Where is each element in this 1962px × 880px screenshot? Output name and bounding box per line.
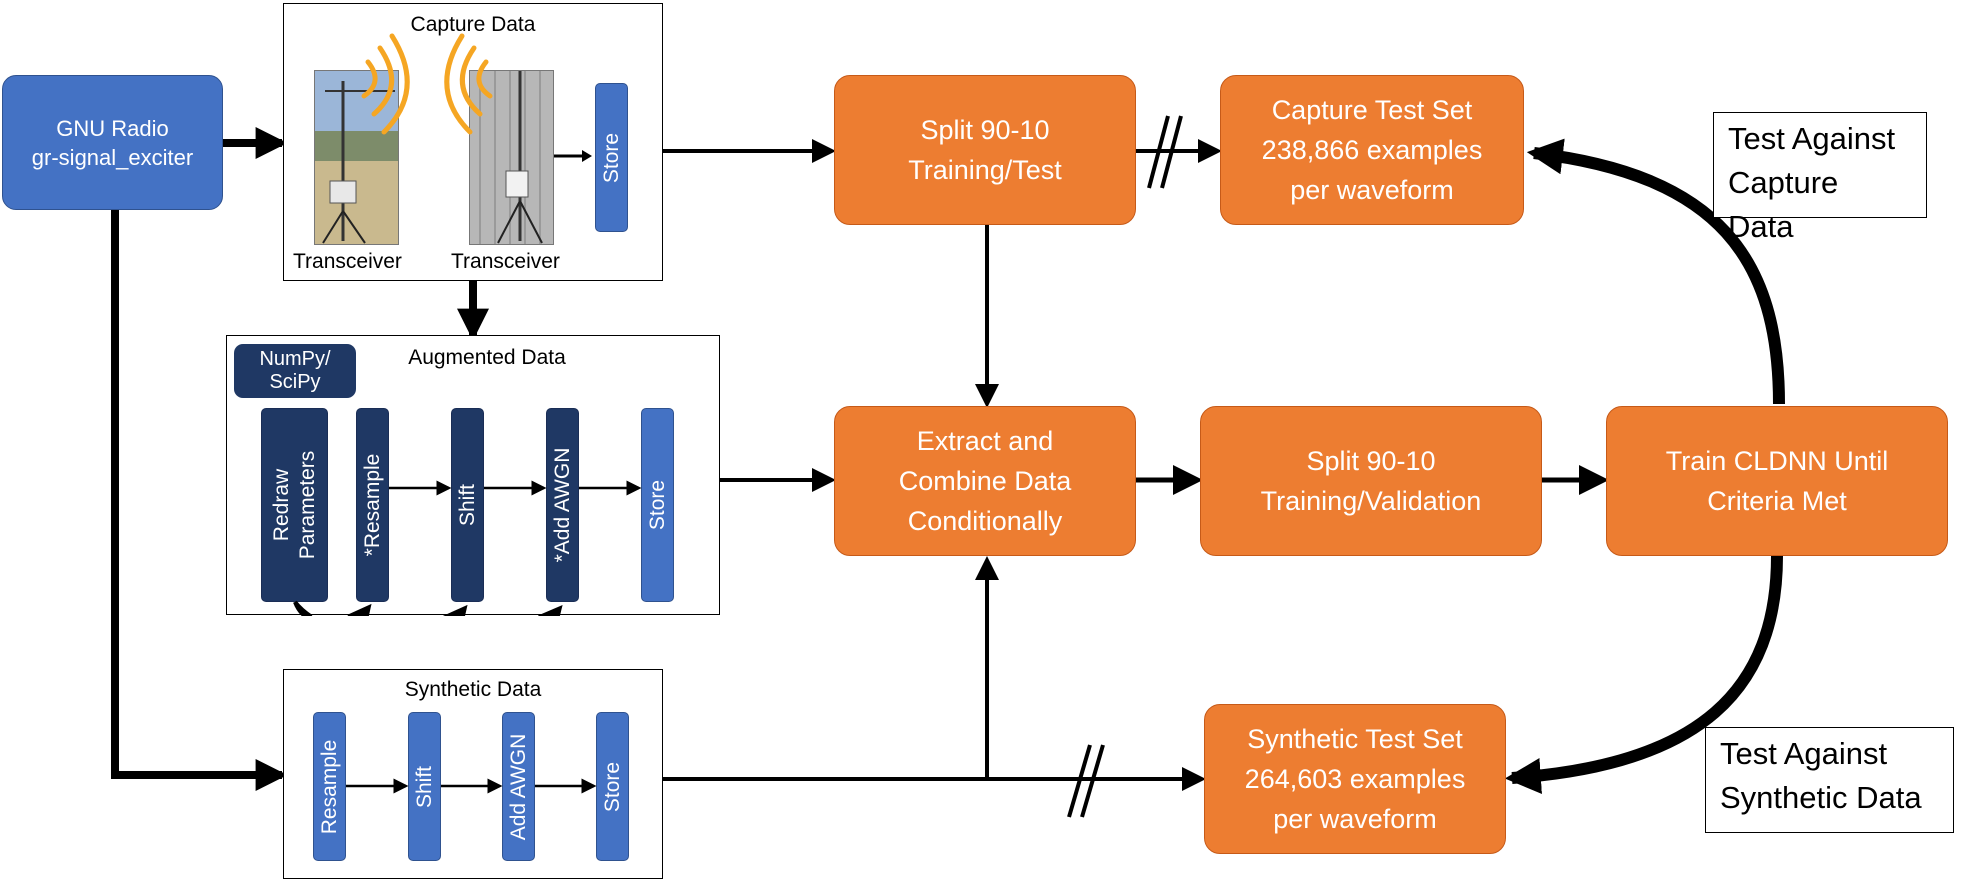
arrow-photo-to-store bbox=[554, 150, 592, 162]
capture-store-block[interactable]: Store bbox=[595, 83, 628, 232]
arrow-gnu-to-synthetic bbox=[111, 210, 288, 791]
break-mark-1a bbox=[1147, 115, 1170, 189]
aug-store-block[interactable]: Store bbox=[641, 408, 674, 602]
aug-shift-block[interactable]: Shift bbox=[451, 408, 484, 602]
break-mark-2b bbox=[1080, 744, 1105, 818]
transceiver-photo-1 bbox=[314, 70, 399, 245]
augmented-connectors bbox=[293, 480, 642, 616]
extract-combine-block[interactable]: Extract and Combine Data Conditionally bbox=[834, 406, 1136, 556]
aug-awgn-block[interactable]: *Add AWGN bbox=[546, 408, 579, 602]
aug-resample-block[interactable]: *Resample bbox=[356, 408, 389, 602]
test-against-synthetic-callout: Test Against Synthetic Data bbox=[1705, 727, 1954, 833]
split-training-validation-block[interactable]: Split 90-10 Training/Validation bbox=[1200, 406, 1542, 556]
synthetic-connectors bbox=[346, 778, 597, 794]
gnu-radio-block[interactable]: GNU Radio gr-signal_exciter bbox=[2, 75, 223, 210]
signal-wave-icon bbox=[444, 33, 493, 135]
synthetic-data-title: Synthetic Data bbox=[404, 678, 542, 701]
capture-data-panel: Capture Data bbox=[283, 3, 663, 281]
syn-store-block[interactable]: Store bbox=[596, 712, 629, 861]
split-training-test-block[interactable]: Split 90-10 Training/Test bbox=[834, 75, 1136, 225]
arrow-train-to-synthetic-test bbox=[1504, 555, 1783, 794]
synthetic-data-panel: Synthetic Data Resample Shift Add AWGN S… bbox=[283, 669, 663, 879]
syn-resample-block[interactable]: Resample bbox=[313, 712, 346, 861]
signal-wave-icon bbox=[361, 33, 410, 135]
capture-test-set-block[interactable]: Capture Test Set 238,866 examples per wa… bbox=[1220, 75, 1524, 225]
break-mark-2a bbox=[1067, 744, 1092, 818]
augmented-data-title: Augmented Data bbox=[408, 346, 566, 369]
synthetic-test-set-block[interactable]: Synthetic Test Set 264,603 examples per … bbox=[1204, 704, 1506, 854]
augmented-data-panel: Augmented Data NumPy/ SciPy Redraw Param… bbox=[226, 335, 720, 616]
syn-shift-block[interactable]: Shift bbox=[408, 712, 441, 861]
transceiver-label-2: Transceiver bbox=[451, 250, 560, 273]
train-cldnn-block[interactable]: Train CLDNN Until Criteria Met bbox=[1606, 406, 1948, 556]
transceiver-label-1: Transceiver bbox=[293, 250, 402, 273]
arrow-train-to-capture-test bbox=[1526, 138, 1785, 405]
syn-awgn-block[interactable]: Add AWGN bbox=[502, 712, 535, 861]
break-mark-1b bbox=[1160, 115, 1183, 189]
capture-data-title: Capture Data bbox=[410, 13, 536, 36]
transceiver-photo-2 bbox=[469, 70, 554, 245]
test-against-capture-callout: Test Against Capture Data bbox=[1713, 112, 1927, 244]
numpy-scipy-tag: NumPy/ SciPy bbox=[234, 344, 356, 398]
capture-store-label: Store bbox=[599, 132, 623, 183]
redraw-parameters-block[interactable]: Redraw Parameters bbox=[261, 408, 328, 602]
